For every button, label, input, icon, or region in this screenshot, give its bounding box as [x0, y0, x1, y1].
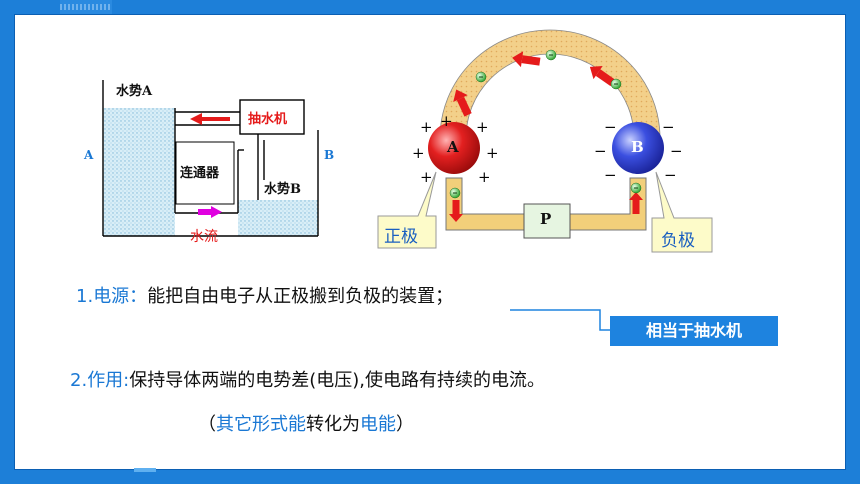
water-flow-arrow	[198, 206, 222, 218]
electrons	[449, 49, 642, 199]
minus-sign: −	[604, 118, 617, 136]
point-1-number: 1.	[76, 286, 94, 307]
arch-tube	[439, 29, 661, 139]
label-water-potential-b: 水势B	[264, 182, 301, 197]
note-electric-energy: 电能	[360, 414, 396, 435]
point-2-number: 2.	[70, 370, 88, 391]
label-water-potential-a: 水势A	[116, 84, 153, 99]
ball-b-negative	[612, 122, 664, 174]
tab-dots-decoration	[60, 4, 112, 10]
note-converted-to: 转化为	[306, 414, 360, 435]
bottom-tube	[445, 177, 647, 231]
negative-callout-box	[651, 171, 713, 253]
plus-sign: +	[476, 118, 489, 136]
tank-a-water	[103, 108, 175, 236]
point-1-text: 能把自由电子从正极搬到负极的装置；	[147, 286, 454, 307]
device-p-label: P	[540, 210, 552, 228]
connector-box	[175, 141, 235, 205]
label-water-flow: 水流	[190, 229, 218, 245]
water-analogy-diagram	[102, 80, 319, 237]
pump-box	[239, 99, 305, 135]
point-2-text: 保持导体两端的电势差(电压),使电路有持续的电流。	[129, 370, 546, 391]
ball-a-label: A	[447, 138, 459, 156]
point-2-term: 作用:	[87, 370, 130, 391]
point-2: 2.作用:保持导体两端的电势差(电压),使电路有持续的电流。	[70, 366, 545, 392]
label-side-b: B	[324, 148, 335, 162]
point-1: 1.电源：能把自由电子从正极搬到负极的装置；	[76, 282, 453, 308]
minus-sign: −	[604, 166, 617, 184]
plus-sign: +	[486, 144, 499, 162]
plus-sign: +	[412, 144, 425, 162]
ball-b-label: B	[631, 138, 644, 156]
tank-b-water	[238, 200, 318, 236]
label-connector: 连通器	[180, 166, 220, 181]
minus-sign: −	[664, 166, 677, 184]
note-other-energy: 其它形式能	[216, 414, 306, 435]
note-close-paren: ）	[396, 414, 414, 435]
label-side-a: A	[84, 148, 94, 162]
minus-sign: −	[670, 142, 683, 160]
minus-sign: −	[594, 142, 607, 160]
tank-walls	[102, 80, 319, 237]
label-pump: 抽水机	[248, 112, 288, 127]
positive-pole-label: 正极	[384, 227, 418, 247]
pump-flow-arrow	[190, 113, 230, 125]
arch-arrows	[449, 51, 643, 222]
plus-sign: +	[420, 118, 433, 136]
energy-note: （其它形式能转化为电能）	[198, 410, 414, 436]
callout-connector	[510, 309, 612, 331]
plus-sign: +	[478, 168, 491, 186]
positive-callout-box	[377, 171, 437, 249]
plus-sign: +	[420, 168, 433, 186]
callout-pump-equivalent: 相当于抽水机	[610, 316, 778, 346]
plus-sign: +	[440, 112, 453, 130]
device-p-box	[523, 203, 571, 239]
minus-sign: −	[662, 118, 675, 136]
bottom-bar-decoration	[134, 468, 156, 472]
negative-pole-label: 负极	[661, 231, 695, 251]
note-open-paren: （	[198, 414, 216, 435]
point-1-term: 电源：	[93, 286, 148, 307]
ball-a-positive	[428, 122, 480, 174]
circuit-diagram	[377, 29, 713, 253]
